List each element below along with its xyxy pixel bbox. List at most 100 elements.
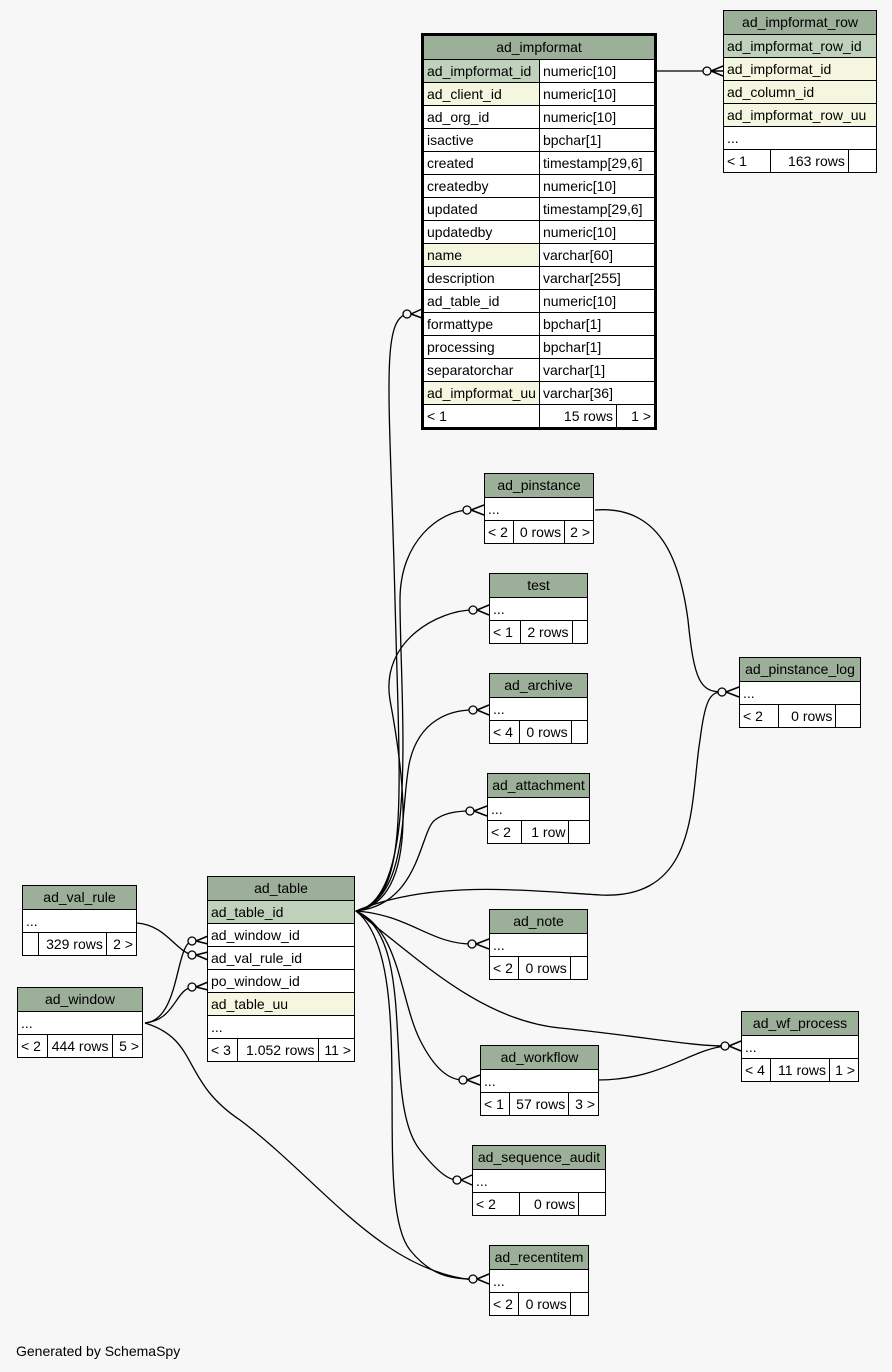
collapsed-columns[interactable]: ... [490, 596, 587, 621]
column-row[interactable]: ad_impformat_row_id [724, 33, 876, 58]
children-count-link[interactable]: 3 > [568, 1091, 598, 1115]
children-count-link[interactable] [571, 619, 587, 643]
table-title[interactable]: ad_val_rule [23, 886, 136, 910]
collapsed-columns[interactable]: ... [18, 1010, 142, 1035]
parents-count-link[interactable]: < 2 [485, 519, 514, 543]
column-row[interactable]: ad_column_id [724, 79, 876, 104]
collapsed-columns[interactable]: ... [740, 680, 860, 705]
parents-count-link[interactable]: < 2 [488, 819, 522, 843]
table-title[interactable]: ad_workflow [481, 1046, 598, 1070]
table-title[interactable]: ad_recentitem [490, 1246, 588, 1270]
children-count-link[interactable] [569, 1291, 588, 1315]
children-count-link[interactable]: 2 > [105, 931, 136, 955]
column-name[interactable]: isactive [424, 127, 540, 152]
column-name[interactable]: ad_val_rule_id [208, 945, 354, 970]
column-name[interactable]: updatedby [424, 219, 540, 244]
parents-count-link[interactable]: < 2 [18, 1033, 48, 1057]
column-row[interactable]: ad_impformat_id [724, 56, 876, 81]
column-name[interactable]: separatorchar [424, 357, 540, 382]
table-title[interactable]: ad_archive [490, 674, 587, 698]
column-name[interactable]: formattype [424, 311, 540, 336]
column-row[interactable]: ... [208, 1014, 354, 1039]
column-row[interactable]: po_window_id [208, 968, 354, 993]
column-name[interactable]: updated [424, 196, 540, 221]
column-name[interactable]: ad_window_id [208, 922, 354, 947]
children-count-link[interactable]: 1 > [615, 403, 654, 427]
table-title[interactable]: ad_impformat_row [724, 11, 876, 35]
children-count-link[interactable]: 5 > [111, 1033, 142, 1057]
parents-count-link[interactable]: < 2 [490, 955, 520, 979]
children-count-link[interactable]: 1 > [829, 1057, 858, 1081]
parents-count-link[interactable]: < 2 [490, 1291, 520, 1315]
parents-count-link[interactable]: < 4 [742, 1057, 771, 1081]
column-name[interactable]: ad_impformat_id [424, 58, 540, 83]
collapsed-columns[interactable]: ... [742, 1034, 858, 1059]
table-title[interactable]: ad_wf_process [742, 1012, 858, 1036]
parents-count-link[interactable]: < 3 [208, 1037, 238, 1061]
column-row[interactable]: ad_table_id [208, 899, 354, 924]
parents-count-link[interactable] [23, 931, 40, 955]
children-count-link[interactable]: 11 > [317, 1037, 354, 1061]
parents-count-link[interactable]: < 2 [740, 703, 779, 727]
column-name[interactable]: ... [208, 1014, 354, 1039]
parents-count-link[interactable]: < 1 [490, 619, 521, 643]
column-name[interactable]: ad_table_id [208, 899, 354, 924]
parents-count-link[interactable]: < 1 [481, 1091, 510, 1115]
children-count-link[interactable] [568, 819, 589, 843]
table-title[interactable]: ad_note [490, 910, 587, 934]
parents-count-link[interactable]: < 1 [424, 403, 540, 427]
table-title[interactable]: ad_table [208, 877, 354, 901]
collapsed-columns[interactable]: ... [481, 1068, 598, 1093]
column-row[interactable]: ad_window_id [208, 922, 354, 947]
children-count-link[interactable] [578, 1191, 605, 1215]
column-name[interactable]: description [424, 265, 540, 290]
table-title[interactable]: ad_attachment [488, 774, 589, 798]
column-name[interactable]: ad_org_id [424, 104, 540, 129]
children-count-link[interactable] [847, 148, 876, 172]
column-name[interactable]: ad_impformat_row_id [724, 33, 876, 58]
collapsed-columns[interactable]: ... [23, 908, 136, 933]
children-count-link[interactable] [835, 703, 860, 727]
column-name[interactable]: ad_client_id [424, 81, 540, 106]
table-title[interactable]: test [490, 574, 587, 598]
column-row[interactable]: ad_table_uu [208, 991, 354, 1016]
column-row[interactable]: ad_impformat_row_uu [724, 102, 876, 127]
collapsed-columns[interactable]: ... [473, 1168, 605, 1193]
column-row[interactable]: ad_val_rule_id [208, 945, 354, 970]
column-name[interactable]: processing [424, 334, 540, 359]
children-count-link[interactable] [569, 955, 587, 979]
collapsed-columns[interactable]: ... [490, 1268, 588, 1293]
parents-count-link[interactable]: < 4 [490, 719, 521, 743]
parents-count-link[interactable]: < 1 [724, 148, 772, 172]
column-name[interactable]: ad_table_id [424, 288, 540, 313]
table-title[interactable]: ad_pinstance [485, 474, 593, 498]
table-title[interactable]: ad_pinstance_log [740, 658, 860, 682]
column-name[interactable]: ad_column_id [724, 79, 876, 104]
collapsed-columns[interactable]: ... [485, 496, 593, 521]
column-name[interactable]: ... [724, 125, 876, 150]
column-name[interactable]: ad_table_uu [208, 991, 354, 1016]
